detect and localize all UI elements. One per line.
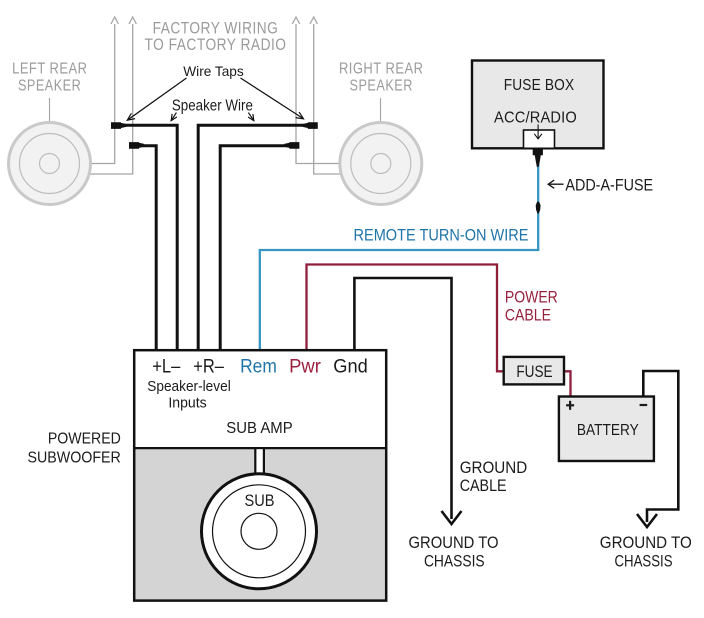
svg-text:REMOTE TURN-ON WIRE: REMOTE TURN-ON WIRE — [354, 226, 529, 245]
svg-text:Rem: Rem — [240, 356, 277, 377]
svg-text:CABLE: CABLE — [460, 477, 507, 495]
svg-text:SPEAKER: SPEAKER — [18, 77, 81, 94]
svg-text:Inputs: Inputs — [168, 396, 206, 412]
svg-text:Wire Taps: Wire Taps — [183, 63, 243, 79]
svg-text:ACC/RADIO: ACC/RADIO — [494, 109, 577, 126]
svg-text:CHASSIS: CHASSIS — [424, 552, 485, 570]
svg-text:POWER: POWER — [505, 287, 558, 306]
svg-text:Gnd: Gnd — [333, 356, 368, 377]
svg-text:Pwr: Pwr — [289, 356, 321, 377]
svg-text:TO FACTORY RADIO: TO FACTORY RADIO — [145, 35, 287, 54]
svg-text:SUBWOOFER: SUBWOOFER — [28, 450, 121, 467]
svg-text:FUSE BOX: FUSE BOX — [504, 77, 575, 94]
svg-text:BATTERY: BATTERY — [577, 422, 639, 439]
svg-text:CABLE: CABLE — [505, 305, 551, 324]
svg-text:POWERED: POWERED — [48, 430, 121, 447]
svg-text:+L–: +L– — [152, 356, 180, 377]
svg-text:Speaker Wire: Speaker Wire — [172, 98, 253, 115]
svg-text:SUB: SUB — [245, 492, 275, 510]
svg-text:CHASSIS: CHASSIS — [615, 552, 673, 570]
svg-text:FACTORY WIRING: FACTORY WIRING — [153, 18, 279, 37]
svg-text:SUB AMP: SUB AMP — [226, 420, 292, 437]
svg-text:RIGHT REAR: RIGHT REAR — [339, 61, 424, 78]
svg-text:GROUND TO: GROUND TO — [409, 534, 499, 552]
svg-text:GROUND TO: GROUND TO — [600, 534, 692, 552]
svg-text:FUSE: FUSE — [516, 363, 552, 381]
svg-text:GROUND: GROUND — [460, 459, 528, 477]
svg-text:+R–: +R– — [193, 356, 224, 377]
svg-text:Speaker-level: Speaker-level — [147, 379, 231, 395]
svg-text:SPEAKER: SPEAKER — [350, 77, 413, 94]
svg-text:ADD-A-FUSE: ADD-A-FUSE — [565, 175, 653, 194]
svg-text:LEFT REAR: LEFT REAR — [12, 61, 87, 78]
